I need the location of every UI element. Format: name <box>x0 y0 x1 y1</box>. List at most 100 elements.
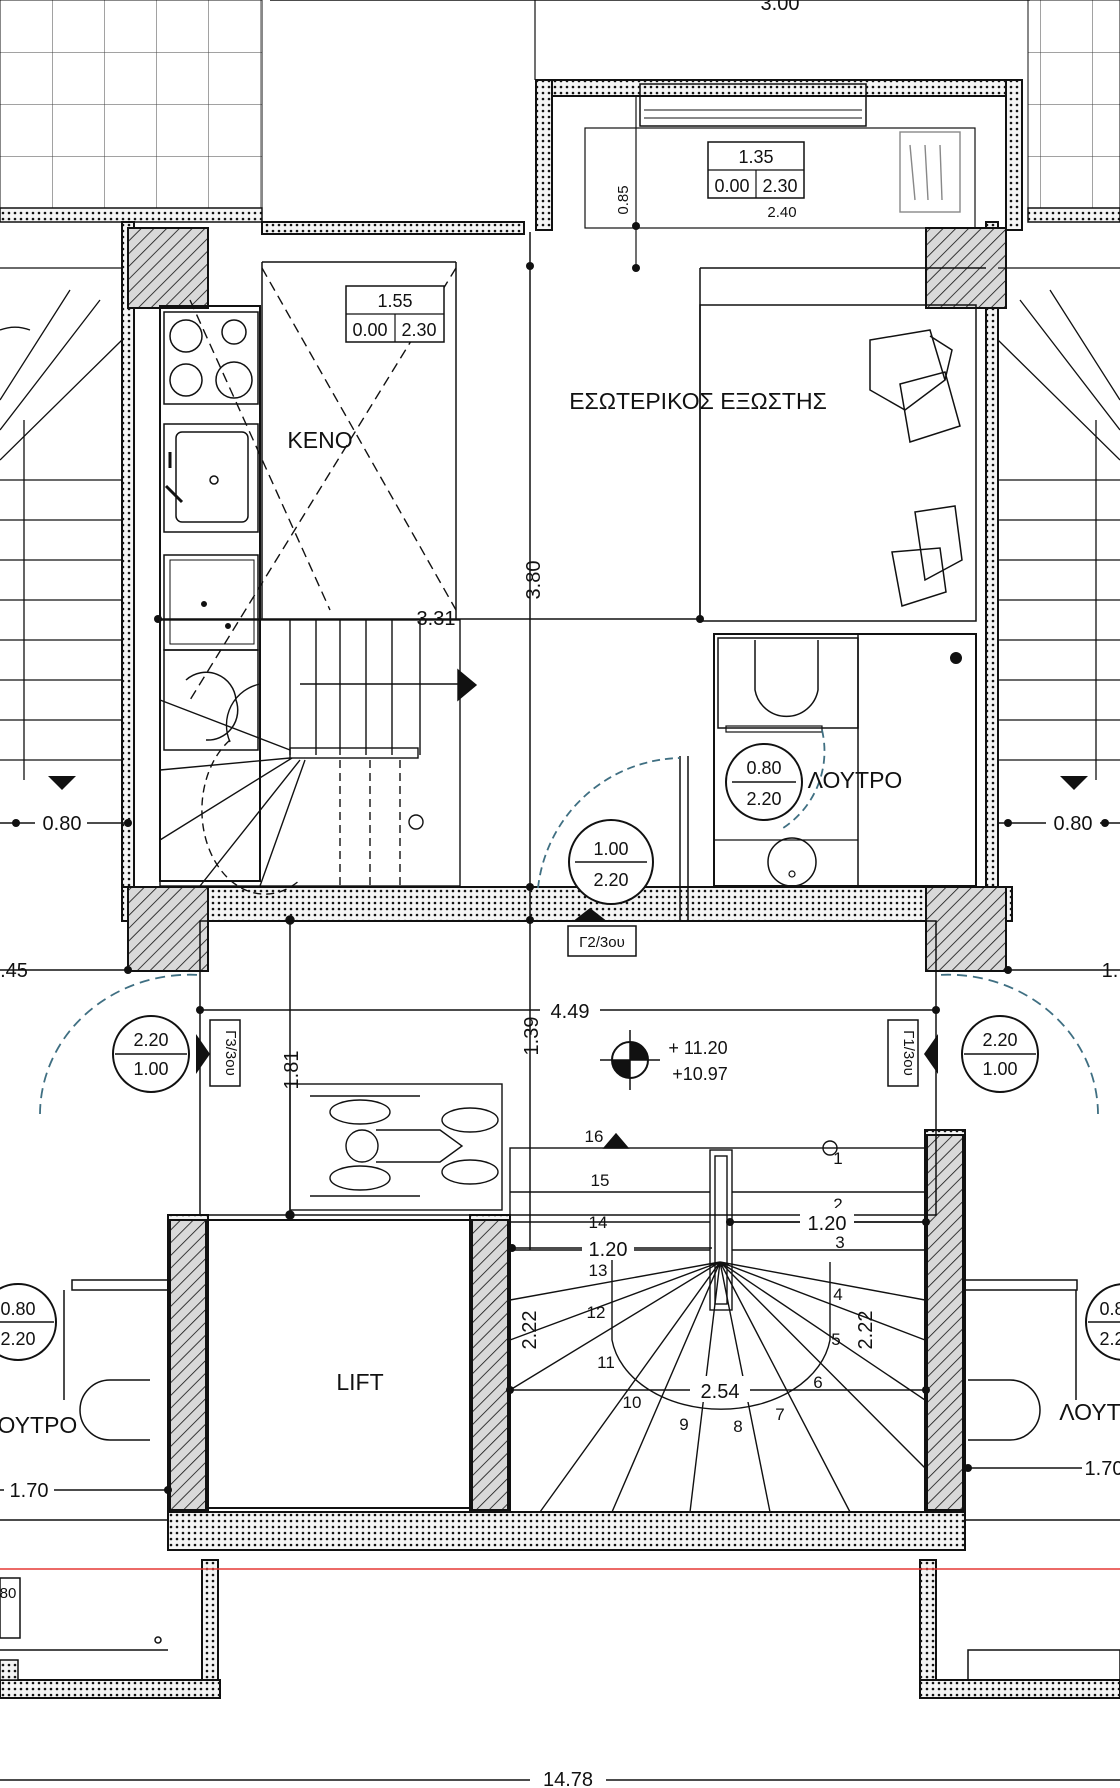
window-top-width: 1.35 <box>738 147 773 167</box>
level-mark-upper: + 11.20 <box>668 1038 727 1058</box>
window-top-height: 2.30 <box>762 176 797 196</box>
dim-bottom-total: 14.78 <box>0 1766 1120 1788</box>
step-6: 6 <box>813 1373 822 1392</box>
door-swing-hall <box>537 757 681 889</box>
window-void-sill: 0.00 <box>352 320 387 340</box>
dim-stair-height-left-label: 2.22 <box>519 1311 541 1350</box>
landing-outline <box>199 915 937 1220</box>
dim-core-height: 3.80 <box>523 232 545 1250</box>
dim-left-lower: 1.70 <box>0 1476 172 1502</box>
dim-1478-label: 14.78 <box>543 1769 593 1788</box>
dim-left-lower-label: 1.70 <box>10 1480 49 1502</box>
lower-left-bathroom <box>0 1279 169 1521</box>
dim-stair-flight-right: 1.20 <box>726 1208 930 1235</box>
level-mark-lower: +10.97 <box>672 1064 728 1084</box>
lower-right-bathroom <box>964 1279 1120 1521</box>
door-code-hall-label: Γ2/3ου <box>579 934 625 951</box>
dim-139-label: 1.39 <box>521 1017 543 1056</box>
bathroom <box>713 633 977 887</box>
window-void-width: 1.55 <box>377 291 412 311</box>
door-tag-left: 2.20 1.00 <box>112 1015 190 1093</box>
door-code-right: Γ1/3ου <box>887 1019 938 1087</box>
step-13: 13 <box>589 1261 608 1280</box>
door-bath-right-width: 0.8 <box>1099 1299 1120 1319</box>
window-top-sill: 0.00 <box>714 176 749 196</box>
door-hall-height: 2.20 <box>593 870 628 890</box>
door-tag-hall: 1.00 2.20 <box>568 819 654 905</box>
kitchen-counter <box>159 305 261 882</box>
bottom-fragments <box>0 1577 1120 1681</box>
door-tag-bath: 0.80 2.20 <box>725 743 803 821</box>
step-8: 8 <box>733 1417 742 1436</box>
dim-stair-length: 3.31 <box>154 608 704 630</box>
dim-stair-flight-right-label: 1.20 <box>808 1213 847 1235</box>
dim-left-edge-label: .45 <box>0 960 28 982</box>
door-code-left: Γ3/3ου <box>196 1019 241 1087</box>
dim-left-bay: 0.80 <box>0 776 132 835</box>
window-void-height: 2.30 <box>401 320 436 340</box>
room-label-bathroom-right: ΛΟΥΤ <box>1059 1399 1120 1425</box>
dim-stair-height-left: 2.22 <box>519 1311 541 1350</box>
dim-corner-fragment: 80 <box>0 1585 16 1602</box>
door-left-width: 2.20 <box>133 1030 168 1050</box>
door-tag-bath-left: 0.80 2.20 <box>0 1283 57 1361</box>
door-bath-right-height: 2.2 <box>1099 1329 1120 1349</box>
door-code-right-label: Γ1/3ου <box>900 1030 917 1076</box>
step-16: 16 <box>585 1127 604 1146</box>
dim-stair-height-right: 2.22 <box>855 1311 877 1350</box>
window-tag-void: 1.55 0.00 2.30 <box>345 285 445 343</box>
dim-stair-height-right-label: 2.22 <box>855 1311 877 1350</box>
lift-shaft <box>207 1219 473 1509</box>
window-top-note: 2.40 <box>767 204 796 221</box>
room-label-bathroom-left: ΛΟΥΤΡΟ <box>0 1412 77 1438</box>
adjacent-stair-left <box>0 267 123 780</box>
dim-right-lower: 1.70 <box>964 1454 1120 1480</box>
step-4: 4 <box>833 1285 842 1304</box>
top-left-balcony-tiles <box>0 0 263 223</box>
dim-stair-flight-left-label: 1.20 <box>589 1239 628 1261</box>
step-10: 10 <box>623 1393 642 1412</box>
columns <box>127 227 1007 1511</box>
step-9: 9 <box>679 1415 688 1434</box>
door-swing-left <box>39 973 201 1115</box>
door-swing-right <box>937 973 1099 1115</box>
door-bath-height: 2.20 <box>746 789 781 809</box>
step-14: 14 <box>589 1213 608 1232</box>
step-11: 11 <box>597 1353 615 1372</box>
step-15: 15 <box>591 1171 610 1190</box>
room-label-interior-balcony: ΕΣΩΤΕΡΙΚΟΣ ΕΞΩΣΤΗΣ <box>569 388 827 414</box>
room-label-void: ΚΕΝΟ <box>287 427 352 453</box>
step-3: 3 <box>835 1233 844 1252</box>
dim-wheelchair-depth: 1.81 <box>281 1051 303 1090</box>
dim-corridor-height: 1.39 <box>521 1017 543 1056</box>
dim-stair-width: 2.54 <box>506 1376 930 1403</box>
door-right-height: 1.00 <box>982 1059 1017 1079</box>
door-bath-left-width: 0.80 <box>0 1299 35 1319</box>
door-code-left-label: Γ3/3ου <box>222 1030 239 1076</box>
door-right-width: 2.20 <box>982 1030 1017 1050</box>
door-tag-bath-right: 0.8 2.2 <box>1085 1283 1120 1361</box>
dim-181-label: 1.81 <box>281 1051 303 1090</box>
room-label-lift: LIFT <box>336 1369 383 1395</box>
interior-balcony-area <box>699 267 986 622</box>
dim-254-label: 2.54 <box>701 1381 740 1403</box>
dim-left-edge: .45 <box>0 960 132 982</box>
step-2: 2 <box>833 1195 842 1214</box>
dim-380-label: 3.80 <box>523 561 545 600</box>
door-left-height: 1.00 <box>133 1059 168 1079</box>
top-window <box>584 83 976 229</box>
step-12: 12 <box>587 1303 606 1322</box>
dim-right-lower-label: 1.70 <box>1085 1458 1120 1480</box>
step-5: 5 <box>831 1330 840 1349</box>
hall-door <box>679 756 689 920</box>
dim-331-label: 3.31 <box>417 608 456 630</box>
dim-right-bay: 0.80 <box>998 776 1120 835</box>
door-hall-width: 1.00 <box>593 839 628 859</box>
dim-right-edge: 1. <box>1004 960 1120 982</box>
level-mark: + 11.20 +10.97 <box>600 1030 728 1090</box>
dim-right-edge-label: 1. <box>1102 960 1119 982</box>
window-tag-top: 1.35 0.00 2.30 2.40 <box>707 141 805 221</box>
adjacent-stair-right <box>997 267 1120 780</box>
dim-085-label: 0.85 <box>615 185 632 214</box>
